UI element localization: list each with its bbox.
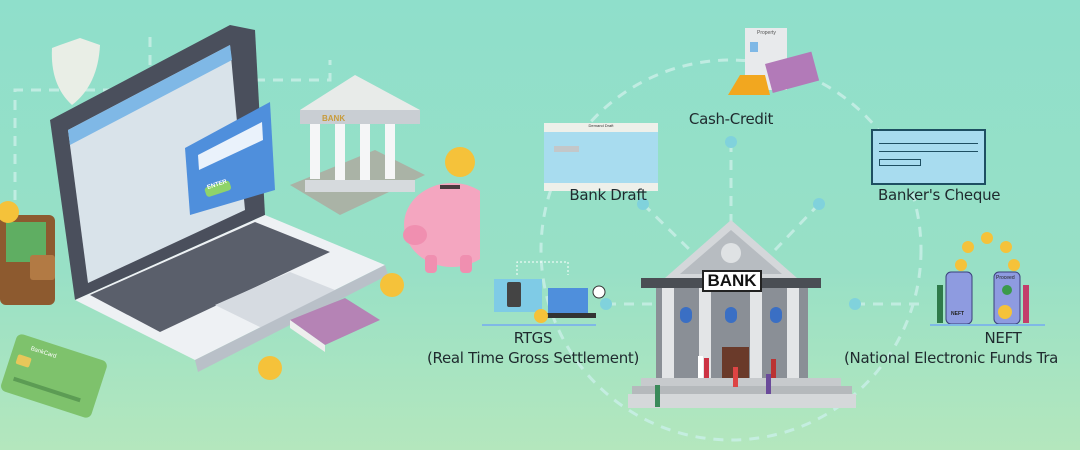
piggy-bank-icon	[403, 147, 480, 273]
coin-icon	[445, 147, 475, 177]
wallet-icon	[0, 201, 55, 305]
small-bank-sign: BANK	[322, 114, 346, 123]
shield-icon	[51, 38, 100, 105]
left-illustration	[0, 25, 480, 418]
cash-credit-label: Cash-Credit	[688, 110, 774, 128]
rtgs-sublabel: (Real Time Gross Settlement)	[426, 349, 640, 367]
small-bank-icon	[290, 75, 425, 215]
bank-sign: BANK	[702, 270, 762, 292]
bank-draft-icon: Demand Draft	[544, 123, 658, 191]
banknote-icon	[765, 51, 820, 93]
gold-bars-icon	[728, 75, 770, 95]
credit-card-icon	[1, 334, 107, 418]
node-dot	[725, 136, 737, 148]
property-doc-title: Property	[757, 30, 776, 36]
cash-stack-icon	[290, 298, 380, 352]
draft-doc-title: Demand Draft	[544, 123, 658, 132]
dashed-orbit	[539, 58, 923, 442]
rtgs-label: RTGS	[513, 329, 553, 347]
node-dot	[600, 298, 612, 310]
login-card-icon	[185, 102, 275, 215]
bank-draft-label: Bank Draft	[569, 186, 647, 204]
proceed-label: Proceed	[996, 275, 1015, 281]
bankers-cheque-icon	[871, 129, 986, 185]
laptop-small-icon	[548, 288, 588, 313]
neft-phone-label: NEFT	[951, 311, 965, 317]
coin-icon	[380, 273, 404, 297]
neft-sublabel: (National Electronic Funds Tra	[844, 349, 1059, 367]
bankers-cheque-label: Banker's Cheque	[878, 186, 1001, 204]
node-dot	[849, 298, 861, 310]
people-icons	[655, 356, 776, 407]
node-dot	[813, 198, 825, 210]
coin-icon	[258, 356, 282, 380]
neft-label: NEFT	[984, 329, 1022, 347]
node-dot	[637, 198, 649, 210]
laptop-icon	[50, 25, 388, 372]
check-icon	[1002, 285, 1012, 295]
